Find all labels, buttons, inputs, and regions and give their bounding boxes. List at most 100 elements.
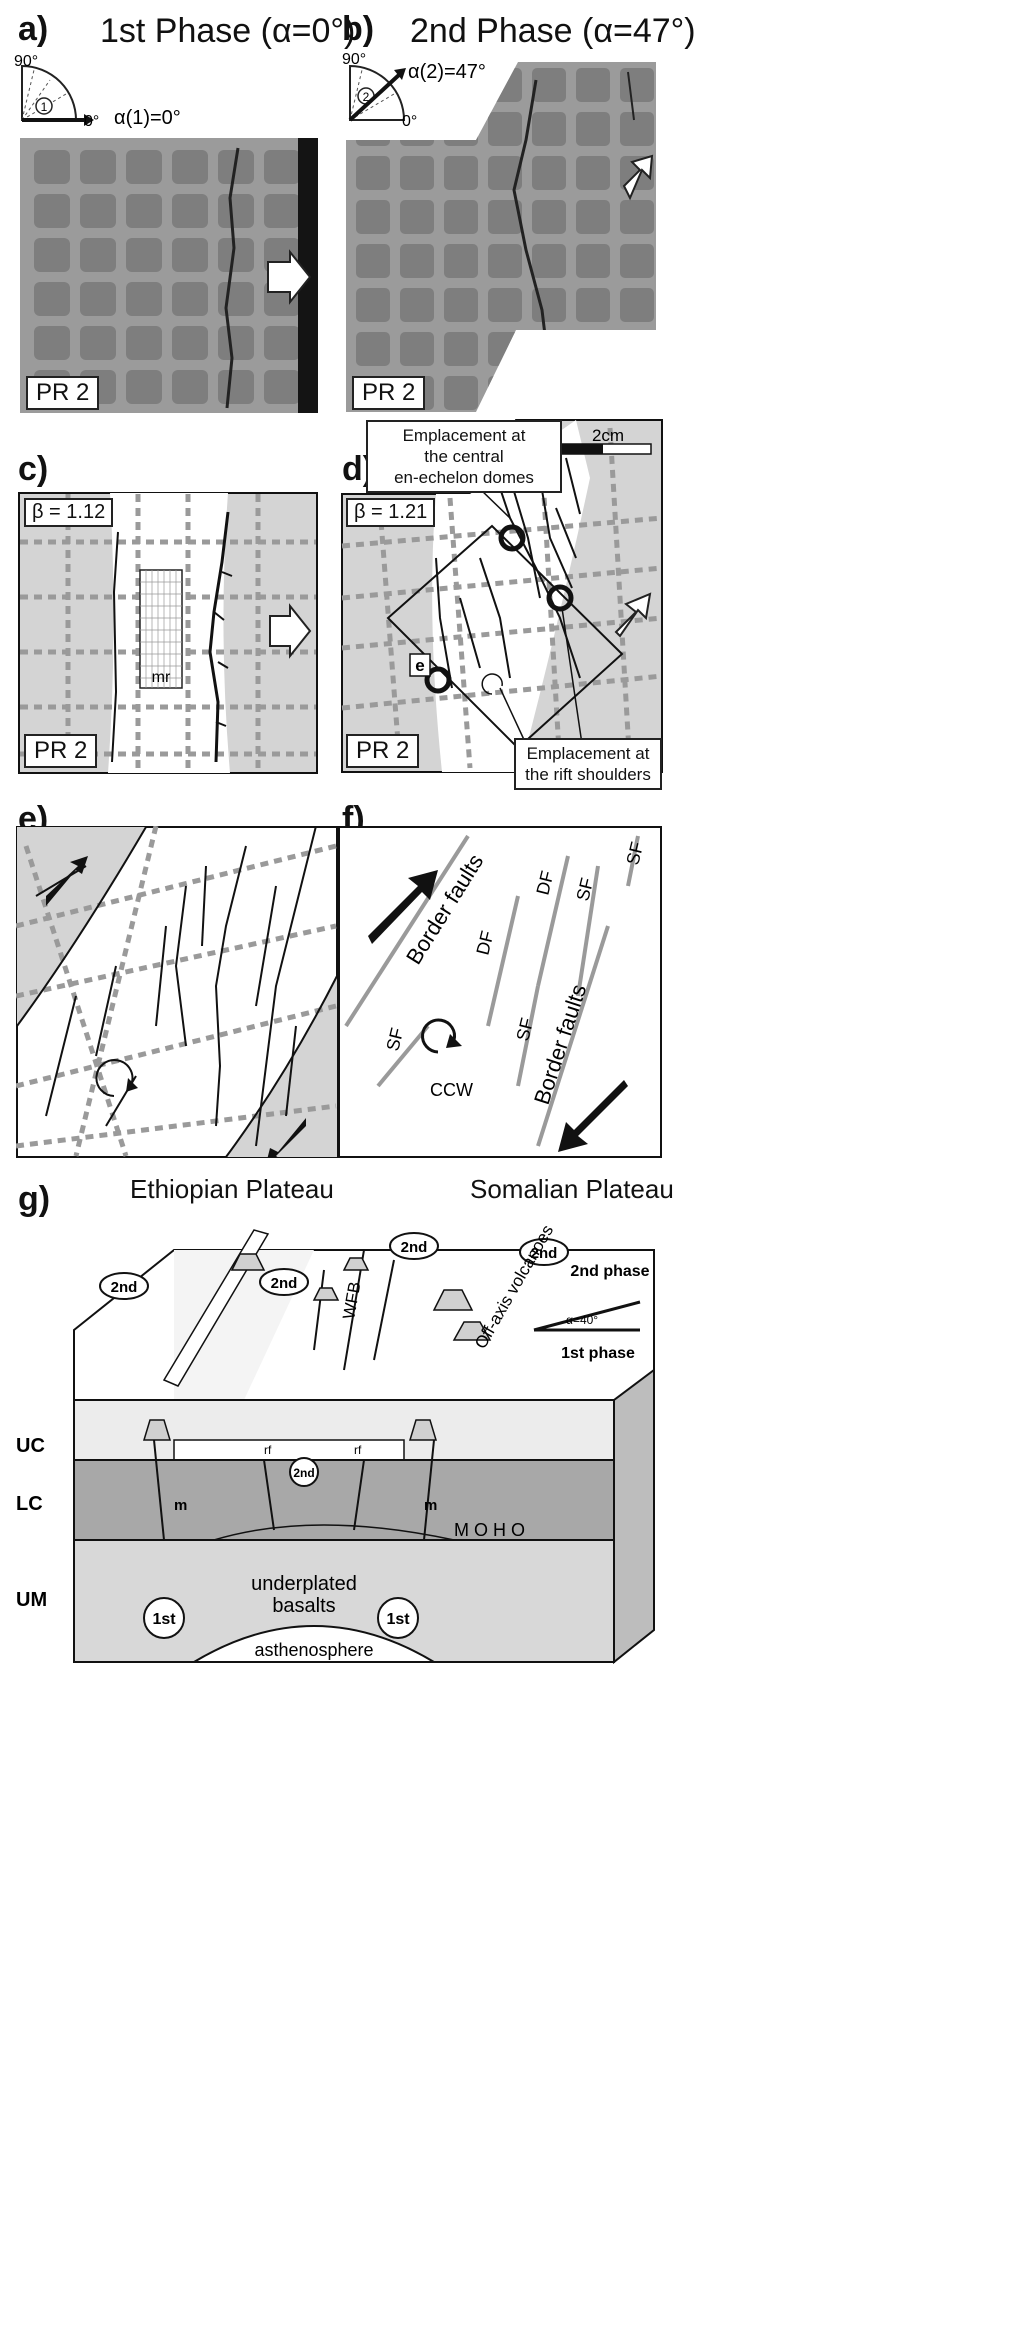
- magma-label: m: [174, 1497, 187, 1514]
- panel-b-label: b): [342, 10, 375, 48]
- panel-c-tag: PR 2: [24, 734, 98, 768]
- grid-cell: [444, 156, 478, 190]
- underplated-label: basalts: [272, 1595, 335, 1617]
- grid-cell: [444, 376, 478, 410]
- grid-cell: [172, 150, 208, 184]
- panel-g-label: g): [18, 1180, 51, 1218]
- grid-cell: [126, 194, 162, 228]
- grid-cell: [444, 244, 478, 278]
- inset-e-label: e: [415, 656, 424, 675]
- magma-label: m: [424, 1497, 437, 1514]
- panel-b-quadrant-icon: 2 90° 0° α(2)=47°: [342, 51, 486, 130]
- ethiopian-plateau-label: Ethiopian Plateau: [130, 1174, 334, 1204]
- grid-cell: [356, 244, 390, 278]
- grid-cell: [444, 200, 478, 234]
- phase-number: 2: [363, 90, 370, 104]
- shear-arrow-icon: [267, 1118, 306, 1158]
- asthenosphere-label: asthenosphere: [254, 1640, 373, 1660]
- second-phase-marker: 2nd: [271, 1275, 298, 1292]
- grid-cell: [400, 288, 434, 322]
- callout-line: the rift shoulders: [525, 765, 651, 784]
- grid-cell: [126, 150, 162, 184]
- grid-cell: [576, 200, 610, 234]
- first-phase-label: 1st phase: [561, 1345, 635, 1362]
- grid-cell: [488, 244, 522, 278]
- grid-cell: [488, 156, 522, 190]
- grid-cell: [264, 194, 300, 228]
- grid-cell: [576, 332, 610, 366]
- grid-cell: [34, 282, 70, 316]
- grid-cell: [532, 112, 566, 146]
- shear-arrow-icon: [46, 856, 88, 906]
- first-phase-marker: 1st: [386, 1611, 410, 1628]
- grid-cell: [532, 288, 566, 322]
- grid-cell: [576, 244, 610, 278]
- grid-cell: [172, 326, 208, 360]
- grid-cell: [400, 332, 434, 366]
- grid-cell: [356, 288, 390, 322]
- mr-label: mr: [152, 669, 171, 686]
- uc-label: UC: [16, 1435, 45, 1457]
- grid-cell: [400, 112, 434, 146]
- grid-cell: [400, 68, 434, 102]
- grid-cell: [218, 238, 254, 272]
- grid-cell: [218, 194, 254, 228]
- second-phase-marker: 2nd: [293, 1466, 314, 1480]
- grid-cell: [126, 370, 162, 404]
- somalian-plateau-label: Somalian Plateau: [470, 1174, 674, 1204]
- grid-cell: [264, 150, 300, 184]
- scale-bar: 2cm: [560, 426, 652, 455]
- scale-label: 2cm: [592, 426, 624, 445]
- panel-e-diagram: [16, 826, 338, 1158]
- grid-cell: [488, 288, 522, 322]
- grid-cell: [488, 376, 522, 410]
- grid-cell: [172, 238, 208, 272]
- lc-label: LC: [16, 1493, 43, 1515]
- grid-cell: [80, 238, 116, 272]
- panel-a-photo: PR 2: [20, 138, 318, 413]
- grid-cell: [218, 282, 254, 316]
- moho-label: M O H O: [454, 1520, 525, 1540]
- grid-cell: [34, 194, 70, 228]
- ccw-label: CCW: [430, 1080, 473, 1100]
- panel-b-photo: [346, 62, 656, 412]
- grid-cell: [444, 332, 478, 366]
- grid-cell: [620, 332, 654, 366]
- grid-cell: [620, 288, 654, 322]
- grid-cell: [444, 68, 478, 102]
- grid-cell: [444, 112, 478, 146]
- panel-c-diagram: mr: [18, 492, 318, 774]
- panel-a-label: a): [18, 10, 49, 48]
- grid-cell: [264, 326, 300, 360]
- grid-cell: [126, 238, 162, 272]
- extension-arrow-icon: [269, 603, 312, 659]
- grid-cell: [126, 326, 162, 360]
- alpha-label: α(2)=47°: [408, 61, 486, 83]
- extension-arrow-icon: [614, 592, 652, 638]
- panel-b-tag: PR 2: [352, 376, 426, 410]
- grid-cell: [532, 332, 566, 366]
- grid-cell: [356, 68, 390, 102]
- grid-cell: [576, 376, 610, 410]
- grid-cell: [356, 332, 390, 366]
- grid-cell: [356, 112, 390, 146]
- grid-cell: [264, 370, 300, 404]
- panel-d-tag: PR 2: [346, 734, 420, 768]
- grid-cell: [488, 68, 522, 102]
- grid-cell: [400, 156, 434, 190]
- grid-cell: [576, 288, 610, 322]
- grid-cell: [400, 200, 434, 234]
- grid-cell: [444, 288, 478, 322]
- alpha-label: α=40°: [566, 1313, 598, 1327]
- grid-cell: [532, 156, 566, 190]
- grid-cell: [576, 156, 610, 190]
- panel-b-title: 2nd Phase (α=47°): [410, 12, 696, 50]
- grid-cell: [620, 68, 654, 102]
- grid-cell: [620, 200, 654, 234]
- second-phase-label: 2nd phase: [570, 1263, 649, 1280]
- first-phase-marker: 1st: [152, 1611, 176, 1628]
- panel-d-beta: β = 1.21: [346, 498, 436, 527]
- grid-cell: [80, 150, 116, 184]
- quad-0-label: 0°: [84, 113, 99, 130]
- grid-cell: [356, 156, 390, 190]
